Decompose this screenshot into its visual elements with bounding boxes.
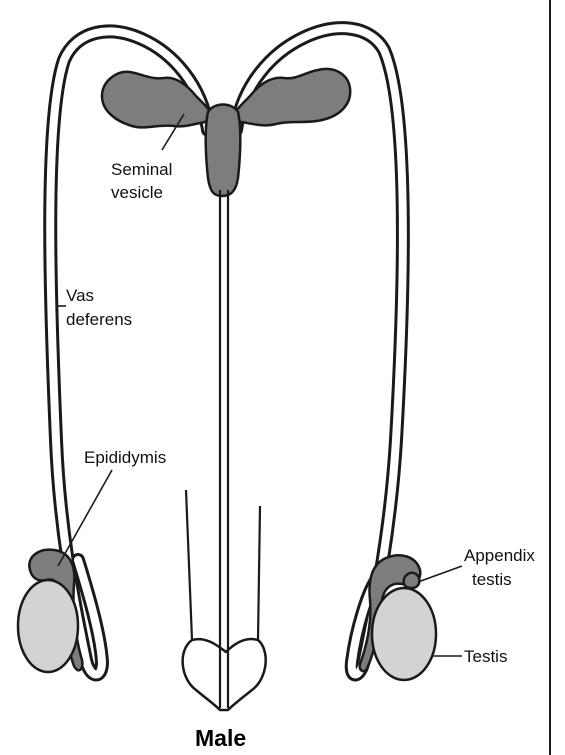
right-seminal-vesicle xyxy=(230,69,350,125)
label-testis: Testis xyxy=(464,647,507,666)
label-appendix-testis-line2: testis xyxy=(472,570,512,589)
appendix-testis-leader xyxy=(418,566,462,582)
right-appendix-testis xyxy=(404,573,420,588)
right-testis xyxy=(372,588,436,680)
label-seminal-vesicle-line1: Seminal xyxy=(111,160,172,179)
label-vas-deferens-line2: deferens xyxy=(66,310,132,329)
label-appendix-testis-line1: Appendix xyxy=(464,546,535,565)
central-ampulla xyxy=(206,105,241,197)
urethra xyxy=(220,190,228,708)
label-seminal-vesicle-line2: vesicle xyxy=(111,183,163,202)
label-vas-deferens-line1: Vas xyxy=(66,286,94,305)
penis-outline xyxy=(183,490,266,710)
left-testis xyxy=(18,580,78,672)
label-epididymis: Epididymis xyxy=(84,448,166,467)
diagram-title: Male xyxy=(195,725,246,751)
left-seminal-vesicle xyxy=(102,72,216,128)
